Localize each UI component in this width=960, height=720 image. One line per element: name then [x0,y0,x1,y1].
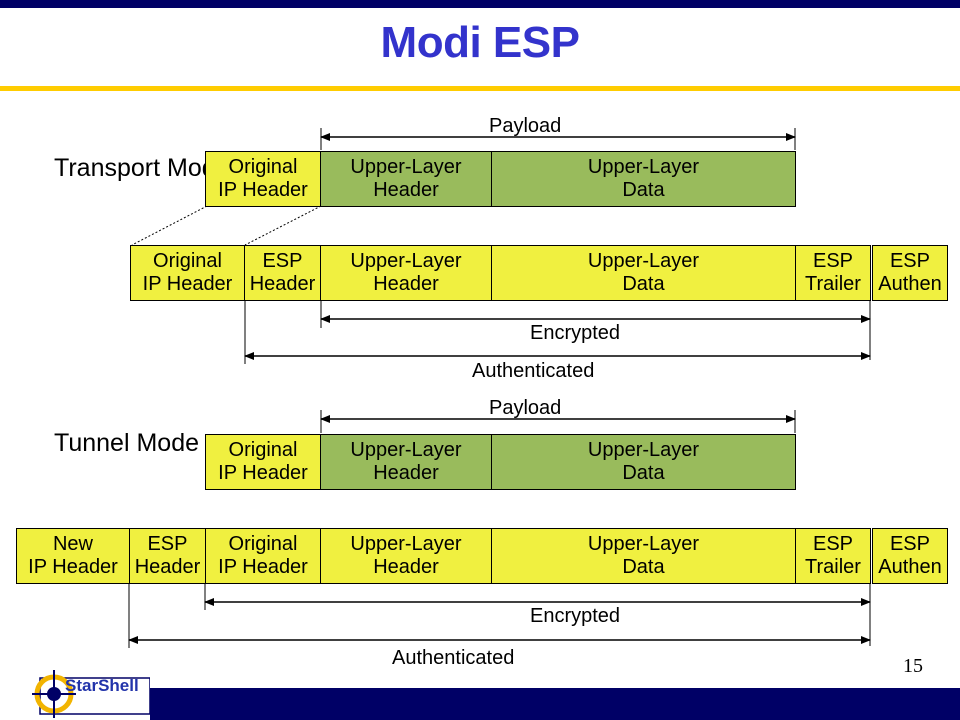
tunnel-esp-upper-layer-header: Upper-Layer Header [320,528,492,584]
tunnel-authenticated-label: Authenticated [392,647,515,669]
transport-original-ip-header: Original IP Header [205,151,321,207]
transport-upper-layer-header: Upper-Layer Header [320,151,492,207]
transport-esp-authen: ESP Authen [872,245,948,301]
tunnel-upper-layer-data: Upper-Layer Data [491,434,796,490]
title-rule [0,86,960,91]
top-bar [0,0,960,8]
tunnel-encrypted-label: Encrypted [530,605,621,627]
transport-esp-original-ip-header: Original IP Header [130,245,245,301]
transport-mode-label: Transport Mode [54,154,230,182]
logo-text: StarShell [65,676,139,695]
starshell-logo-icon [32,670,150,718]
transport-authenticated-label: Authenticated [472,360,595,382]
transport-esp-trailer: ESP Trailer [795,245,871,301]
transport-guide-left [131,205,208,246]
tunnel-new-ip-header: New IP Header [16,528,130,584]
transport-esp-upper-layer-data: Upper-Layer Data [491,245,796,301]
tunnel-upper-layer-header: Upper-Layer Header [320,434,492,490]
tunnel-esp-trailer: ESP Trailer [795,528,871,584]
transport-upper-layer-data: Upper-Layer Data [491,151,796,207]
transport-encrypted-label: Encrypted [530,322,621,344]
tunnel-payload-label: Payload [489,397,562,419]
bottom-bar [150,688,960,720]
tunnel-esp-upper-layer-data: Upper-Layer Data [491,528,796,584]
tunnel-esp-original-ip-header: Original IP Header [205,528,321,584]
tunnel-mode-label: Tunnel Mode [54,429,199,457]
transport-esp-header: ESP Header [244,245,321,301]
transport-esp-upper-layer-header: Upper-Layer Header [320,245,492,301]
slide-number: 15 [903,655,923,677]
transport-payload-label: Payload [489,115,562,137]
slide-title: Modi ESP [380,18,580,67]
transport-guide-mid [244,205,322,246]
tunnel-original-ip-header: Original IP Header [205,434,321,490]
tunnel-esp-header: ESP Header [129,528,206,584]
tunnel-esp-authen: ESP Authen [872,528,948,584]
